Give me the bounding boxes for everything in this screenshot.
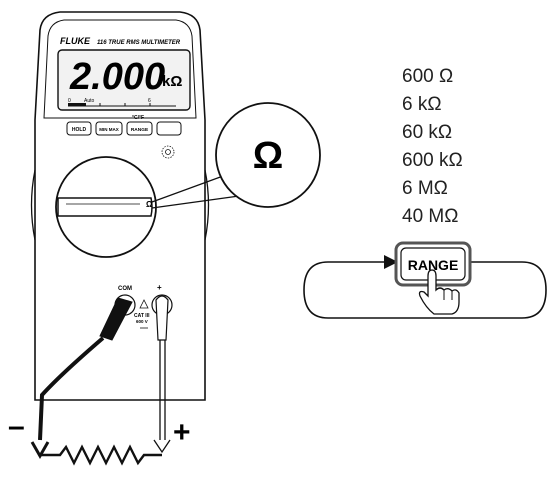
range-cycle-loop xyxy=(303,255,547,319)
hold-button[interactable]: HOLD xyxy=(66,121,92,136)
pointing-hand-icon xyxy=(418,269,460,315)
lead-plus-label: + xyxy=(173,416,191,449)
range-button-meter-label: RANGE xyxy=(131,127,149,133)
lcd-display xyxy=(57,49,191,111)
jack-com-label: COM xyxy=(118,286,132,292)
rotary-dial[interactable] xyxy=(55,156,157,258)
range-item-600-kohm: 600 kΩ xyxy=(402,150,463,171)
min-max-button-label: MIN MAX xyxy=(99,127,119,132)
lead-minus-label: – xyxy=(8,410,25,443)
backlight-button[interactable] xyxy=(156,121,182,136)
min-max-button[interactable]: MIN MAX xyxy=(95,121,123,136)
bargraph-scale-0: 0 xyxy=(68,98,71,104)
brand-logo: FLUKE xyxy=(60,36,91,46)
range-item-6-mohm: 6 MΩ xyxy=(402,178,448,199)
shift-label: °C/°F xyxy=(132,115,144,121)
range-button-label: RANGE xyxy=(408,257,459,273)
range-button[interactable]: RANGE xyxy=(394,241,472,287)
multimeter: FLUKE 116 TRUE RMS MULTIMETER 2.000 kΩ A… xyxy=(30,11,210,401)
range-item-6-kohm: 6 kΩ xyxy=(402,94,442,115)
resistor-symbol xyxy=(40,444,162,466)
display-value: 2.000 xyxy=(69,56,165,98)
range-button-meter[interactable]: RANGE xyxy=(126,121,153,136)
jack-plus-label: + xyxy=(157,283,162,292)
range-item-40-mohm: 40 MΩ xyxy=(402,206,459,227)
callout-magnifier: Ω xyxy=(151,102,321,209)
bargraph: 0 6 xyxy=(68,98,176,107)
loop-arrow-icon xyxy=(384,255,398,269)
dial-ohm-symbol: Ω xyxy=(146,200,153,209)
display-unit: kΩ xyxy=(162,73,182,90)
range-item-60-kohm: 60 kΩ xyxy=(402,122,453,143)
cat-voltage: 600 V xyxy=(136,319,148,324)
backlight-icon xyxy=(161,145,175,159)
model-line: 116 TRUE RMS MULTIMETER xyxy=(97,40,181,46)
display-flag-auto: Auto xyxy=(84,98,95,104)
range-item-600-ohm: 600 Ω xyxy=(402,66,454,87)
hold-button-label: HOLD xyxy=(72,127,87,133)
bargraph-scale-6: 6 xyxy=(148,98,151,104)
test-leads xyxy=(30,295,171,466)
cat-label: CAT III xyxy=(134,313,150,319)
callout-ohm-symbol: Ω xyxy=(253,135,283,177)
warning-icon xyxy=(139,299,149,309)
